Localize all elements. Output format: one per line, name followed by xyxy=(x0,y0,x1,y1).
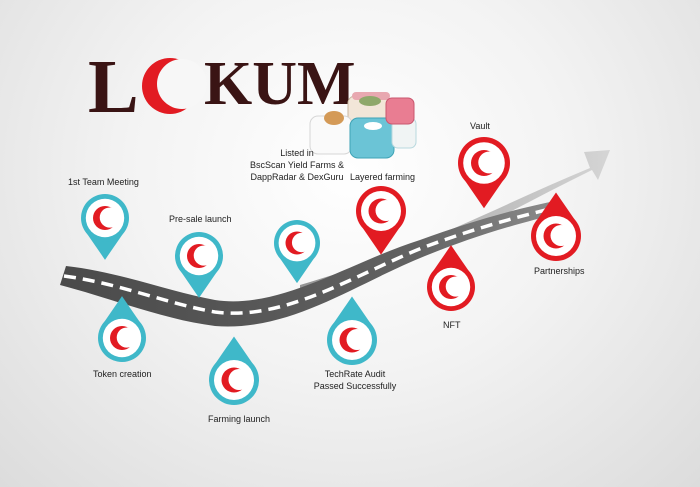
svg-text:KUM: KUM xyxy=(204,50,356,118)
brand-logo: L KUM xyxy=(88,45,356,129)
pin-vault-icon xyxy=(458,137,510,209)
pin-1st-team-meeting-icon xyxy=(81,194,129,260)
milestone-label-farming-launch: Farming launch xyxy=(208,414,271,424)
milestone-label-presale-launch: Pre-sale launch xyxy=(169,214,232,224)
milestone-label-listed-line-3: DappRadar & DexGuru xyxy=(250,172,344,182)
pin-partnerships-icon xyxy=(531,192,581,261)
crescent-icon xyxy=(221,367,250,393)
milestone-label-nft: NFT xyxy=(443,320,461,330)
milestone-label-listed-line-1: Listed in xyxy=(280,148,314,158)
crescent-icon xyxy=(339,327,368,353)
crescent-icon xyxy=(285,231,312,255)
crescent-icon xyxy=(543,223,572,249)
road xyxy=(60,200,566,327)
milestone-label-listed: Listed in BscScan Yield Farms & DappRada… xyxy=(250,147,344,183)
milestone-label-techrate-line-1: TechRate Audit xyxy=(324,369,386,379)
milestone-label-token-creation: Token creation xyxy=(93,369,152,379)
pin-nft-icon xyxy=(427,245,475,311)
crescent-icon xyxy=(110,326,137,350)
pin-listed-icon xyxy=(274,220,320,284)
milestone-label-1st-team-meeting: 1st Team Meeting xyxy=(68,177,139,187)
milestone-label-techrate-line-2: Passed Successfully xyxy=(313,381,397,391)
pin-farming-launch-icon xyxy=(209,336,259,405)
lokum-candy-image xyxy=(309,92,417,159)
milestone-label-partnerships: Partnerships xyxy=(534,266,585,276)
milestone-pins xyxy=(81,137,581,405)
milestone-label-layered-farming: Layered farming xyxy=(350,172,416,182)
pin-techrate-audit-icon xyxy=(327,296,377,365)
pin-presale-launch-icon xyxy=(175,232,223,298)
crescent-icon xyxy=(439,275,466,299)
pin-layered-farming-icon xyxy=(356,186,406,255)
pin-token-creation-icon xyxy=(98,296,146,362)
crescent-icon xyxy=(187,244,214,268)
milestone-label-listed-line-2: BscScan Yield Farms & xyxy=(249,160,345,170)
logo-crescent-icon xyxy=(142,58,207,114)
milestone-label-techrate-audit: TechRate Audit Passed Successfully xyxy=(314,368,397,392)
crescent-icon xyxy=(368,198,397,224)
milestone-label-vault: Vault xyxy=(470,121,490,131)
crescent-icon xyxy=(471,150,501,176)
road-dashes xyxy=(63,204,563,315)
crescent-icon xyxy=(93,206,120,230)
svg-text:L: L xyxy=(88,45,139,129)
